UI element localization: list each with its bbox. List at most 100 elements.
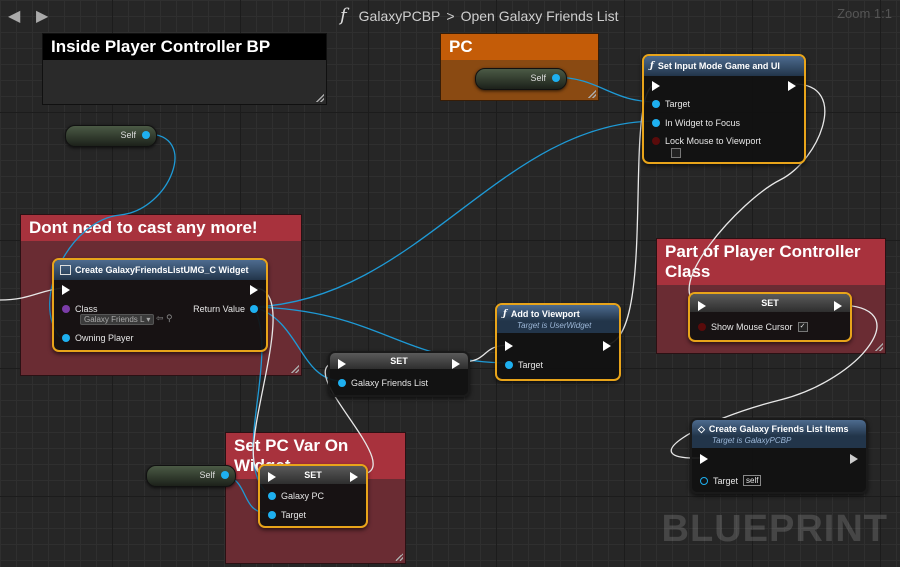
comment-title: PC [441, 34, 598, 60]
browse-icon[interactable]: ⇦ ⚲ [156, 313, 173, 323]
exec-in-pin[interactable] [268, 472, 276, 482]
owning-player-pin[interactable]: Owning Player [62, 333, 134, 343]
dropdown-value: Galaxy Friends L [84, 315, 145, 324]
breadcrumb-function[interactable]: Open Galaxy Friends List [460, 7, 619, 24]
target-pin[interactable]: Target [268, 510, 306, 520]
exec-icon [698, 301, 706, 311]
forward-arrow-icon[interactable]: ▶ [36, 6, 49, 25]
wire-exec-7 [670, 304, 878, 459]
lock-mouse-pin[interactable]: Lock Mouse to Viewport [652, 136, 761, 146]
return-value-pin[interactable]: Return Value [193, 304, 258, 314]
resize-handle-icon[interactable] [395, 553, 403, 561]
object-pin-icon [652, 100, 660, 108]
galaxy-pc-pin[interactable]: Galaxy PC [268, 491, 324, 501]
set-galaxy-friends-list-node[interactable]: SET Galaxy Friends List [328, 351, 470, 397]
node-subtitle: Target is UserWidget [497, 321, 619, 333]
comment-title: Inside Player Controller BP [43, 34, 326, 60]
self-label: Self [120, 130, 136, 140]
exec-out-pin[interactable] [603, 341, 611, 351]
function-icon: ƒ [650, 61, 654, 71]
exec-icon [603, 341, 611, 351]
comment-set-pc-var[interactable]: Set PC Var On Widget [225, 432, 406, 564]
node-title: Add to Viewport [510, 309, 580, 319]
wire-return-to-widget-focus [253, 120, 658, 308]
pin-label: Class [75, 304, 98, 314]
set-input-mode-node[interactable]: ƒ Set Input Mode Game and UI Target In W… [642, 54, 806, 164]
exec-out-pin[interactable] [350, 472, 358, 482]
object-pin-icon [338, 379, 346, 387]
exec-out-pin[interactable] [850, 454, 858, 464]
graph-toolbar: ◀ ▶ f GalaxyPCBP > Open Galaxy Friends L… [0, 0, 900, 30]
pin-label: Target [518, 360, 544, 370]
self-node-pc[interactable]: Self [475, 68, 567, 90]
create-widget-node[interactable]: Create GalaxyFriendsListUMG_C Widget Cla… [52, 258, 268, 352]
event-icon: ◇ [698, 423, 705, 434]
exec-in-pin[interactable] [505, 341, 513, 351]
exec-icon [652, 81, 660, 91]
breadcrumb-blueprint[interactable]: GalaxyPCBP [358, 7, 441, 24]
widget-icon [60, 265, 71, 275]
node-header: Create GalaxyFriendsListUMG_C Widget [54, 260, 266, 280]
self-default-value: self [743, 475, 762, 486]
object-pin-icon [250, 305, 258, 313]
pin-label: Target [281, 510, 307, 520]
comment-inside-player-controller[interactable]: Inside Player Controller BP [42, 33, 327, 105]
widget-focus-pin[interactable]: In Widget to Focus [652, 118, 740, 128]
object-pin-icon [268, 511, 276, 519]
node-header: ƒ Add to Viewport [497, 305, 619, 321]
node-title: SET [761, 298, 779, 308]
resize-handle-icon[interactable] [588, 90, 596, 98]
wire-self-to-owning [49, 133, 176, 338]
object-pin-icon [652, 119, 660, 127]
comment-title: Dont need to cast any more! [21, 215, 301, 241]
zoom-level: Zoom 1:1 [837, 6, 892, 21]
node-title: Create GalaxyFriendsListUMG_C Widget [75, 265, 249, 275]
create-friends-list-items-node[interactable]: ◇ Create Galaxy Friends List Items Targe… [690, 418, 868, 494]
object-pin-icon [62, 334, 70, 342]
target-pin[interactable]: Target [505, 360, 543, 370]
resize-handle-icon[interactable] [291, 365, 299, 373]
set-galaxy-pc-node[interactable]: SET Galaxy PC Target [258, 464, 368, 528]
self-node-bottom[interactable]: Self [146, 465, 236, 487]
class-dropdown[interactable]: Galaxy Friends L ▾ [80, 314, 155, 325]
pin-label: Galaxy PC [281, 491, 325, 501]
node-title: Create Galaxy Friends List Items [708, 424, 849, 434]
exec-out-pin[interactable] [250, 285, 258, 295]
object-pin-icon[interactable] [552, 74, 560, 82]
lock-mouse-checkbox[interactable] [671, 148, 681, 158]
class-pin[interactable]: Class [62, 304, 98, 314]
exec-icon [250, 285, 258, 295]
object-pin-icon [700, 476, 708, 485]
exec-icon [834, 301, 842, 311]
object-pin-icon [505, 361, 513, 369]
exec-out-pin[interactable] [452, 359, 460, 369]
show-cursor-checkbox[interactable]: ✓ [797, 322, 808, 332]
object-pin-icon[interactable] [221, 471, 229, 479]
exec-icon [452, 359, 460, 369]
self-node-top[interactable]: Self [65, 125, 157, 147]
function-icon: ƒ [503, 309, 507, 319]
add-to-viewport-node[interactable]: ƒ Add to Viewport Target is UserWidget T… [495, 303, 621, 381]
back-arrow-icon[interactable]: ◀ [8, 6, 21, 25]
exec-icon [338, 359, 346, 369]
resize-handle-icon[interactable] [316, 94, 324, 102]
exec-in-pin[interactable] [700, 454, 708, 464]
exec-out-pin[interactable] [788, 81, 796, 91]
show-mouse-cursor-pin[interactable]: Show Mouse Cursor✓ [698, 322, 808, 332]
exec-in-pin[interactable] [652, 81, 660, 91]
exec-in-pin[interactable] [62, 285, 70, 295]
exec-icon [268, 472, 276, 482]
resize-handle-icon[interactable] [875, 343, 883, 351]
target-pin[interactable]: Target [652, 99, 690, 109]
exec-out-pin[interactable] [834, 301, 842, 311]
exec-icon [850, 454, 858, 464]
exec-in-pin[interactable] [338, 359, 346, 369]
blueprint-watermark: BLUEPRINT [661, 508, 888, 550]
object-pin-icon[interactable] [142, 131, 150, 139]
exec-in-pin[interactable] [698, 301, 706, 311]
set-show-mouse-cursor-node[interactable]: SET Show Mouse Cursor✓ [688, 292, 852, 342]
self-label: Self [199, 470, 215, 480]
galaxy-friends-list-pin[interactable]: Galaxy Friends List [338, 378, 428, 388]
